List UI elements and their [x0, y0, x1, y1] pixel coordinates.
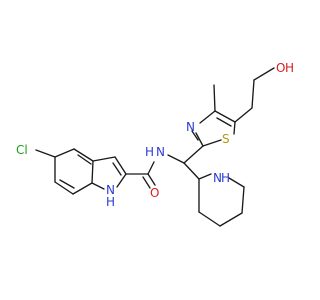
bond — [202, 139, 222, 147]
thiazole-nitrogen-label: N — [186, 120, 195, 134]
indole-nh-hydrogen-label: H — [106, 195, 115, 209]
bond — [35, 149, 56, 158]
piperidine-hydrogen-label: H — [221, 171, 230, 185]
bond — [147, 161, 155, 175]
bond — [114, 156, 127, 175]
hydroxyl-oxygen-label: O — [276, 61, 285, 75]
piperidine-nitrogen-label: N — [213, 171, 222, 185]
bond — [233, 121, 236, 135]
bond — [54, 181, 74, 195]
bond — [234, 107, 253, 123]
indole-nitrogen-label: N — [106, 183, 115, 197]
bond — [228, 177, 245, 188]
thiazole-sulfur-label: S — [222, 132, 230, 146]
bond — [183, 162, 200, 180]
bond — [198, 211, 221, 227]
bond — [219, 212, 243, 227]
bond — [54, 148, 75, 158]
bond — [77, 154, 92, 165]
bond — [92, 156, 116, 162]
bond — [198, 173, 212, 180]
bond — [167, 154, 185, 164]
amide-hydrogen-label: H — [145, 145, 154, 159]
bond — [216, 117, 232, 127]
molecule-diagram: Cl N H O N H N S N H O H — [16, 61, 294, 227]
bond — [116, 173, 127, 188]
amide-oxygen-label: O — [150, 186, 159, 200]
bond — [195, 132, 204, 147]
atom-labels: Cl N H O N H N S N H O H — [16, 61, 294, 209]
bond — [72, 182, 93, 195]
bond — [73, 148, 94, 162]
bond — [142, 176, 151, 189]
bond — [191, 130, 199, 141]
hydroxyl-hydrogen-label: H — [285, 61, 294, 75]
bonds — [35, 67, 275, 227]
bond — [59, 179, 75, 189]
bond — [199, 110, 216, 124]
bond — [213, 84, 216, 112]
bond — [183, 145, 204, 164]
bond — [214, 110, 236, 123]
bond — [253, 67, 275, 81]
bond — [147, 173, 156, 186]
amide-nitrogen-label: N — [156, 145, 165, 159]
chlorine-label: Cl — [16, 143, 28, 157]
bond — [91, 160, 94, 184]
bond — [91, 182, 105, 190]
bond — [241, 186, 245, 214]
bond — [251, 79, 255, 109]
bond — [112, 162, 122, 176]
